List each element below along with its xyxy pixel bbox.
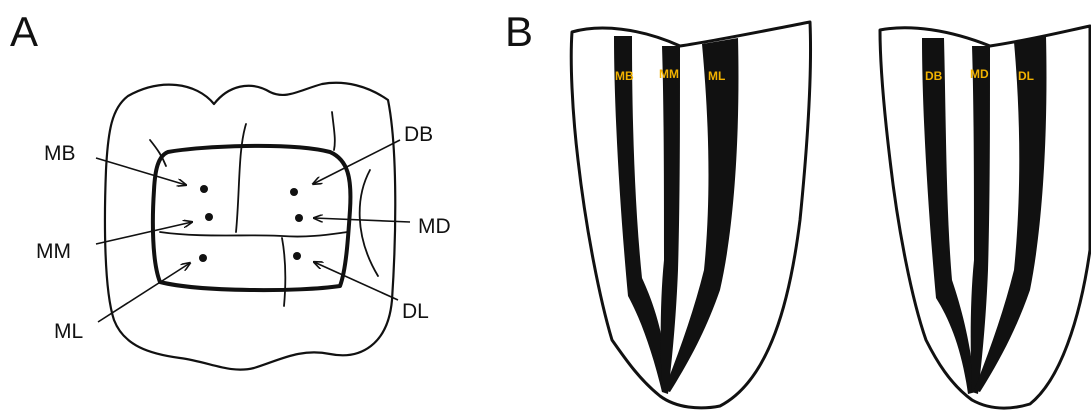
fissure-upper [236, 124, 246, 232]
fissure-right-curve [360, 170, 378, 276]
fissure-lower [282, 238, 285, 306]
label-dl: DL [402, 300, 429, 323]
root-label-md: MD [970, 67, 989, 81]
label-db: DB [404, 123, 433, 146]
orifice-dl [293, 252, 301, 260]
root-label-db: DB [925, 69, 943, 83]
label-ml: ML [54, 320, 83, 343]
label-md: MD [418, 215, 451, 238]
panel-a-letter: A [10, 8, 38, 55]
panel-b: B MB MM ML DB MD DL [505, 8, 1090, 408]
orifice-mb [200, 185, 208, 193]
fissure-right-upper [332, 112, 335, 150]
root-distal: DB MD DL [880, 26, 1090, 408]
panel-a: A MB MM ML DB MD DL [10, 8, 451, 370]
arrow-ml [98, 263, 190, 322]
root-label-mb: MB [615, 69, 634, 83]
arrow-dl [314, 262, 398, 300]
panel-b-letter: B [505, 8, 533, 55]
root-label-mm: MM [659, 67, 679, 81]
orifice-md [295, 214, 303, 222]
fissure-mid-horizontal [160, 232, 348, 237]
label-mb: MB [44, 142, 76, 165]
crown-outline [105, 83, 395, 370]
root-label-ml: ML [708, 69, 725, 83]
orifice-mm [205, 213, 213, 221]
orifice-ml [199, 254, 207, 262]
orifice-db [290, 188, 298, 196]
arrow-db [313, 140, 400, 184]
root-mesial: MB MM ML [571, 22, 810, 408]
root-label-dl: DL [1018, 69, 1034, 83]
label-mm: MM [36, 240, 71, 263]
arrow-mb [96, 158, 186, 185]
